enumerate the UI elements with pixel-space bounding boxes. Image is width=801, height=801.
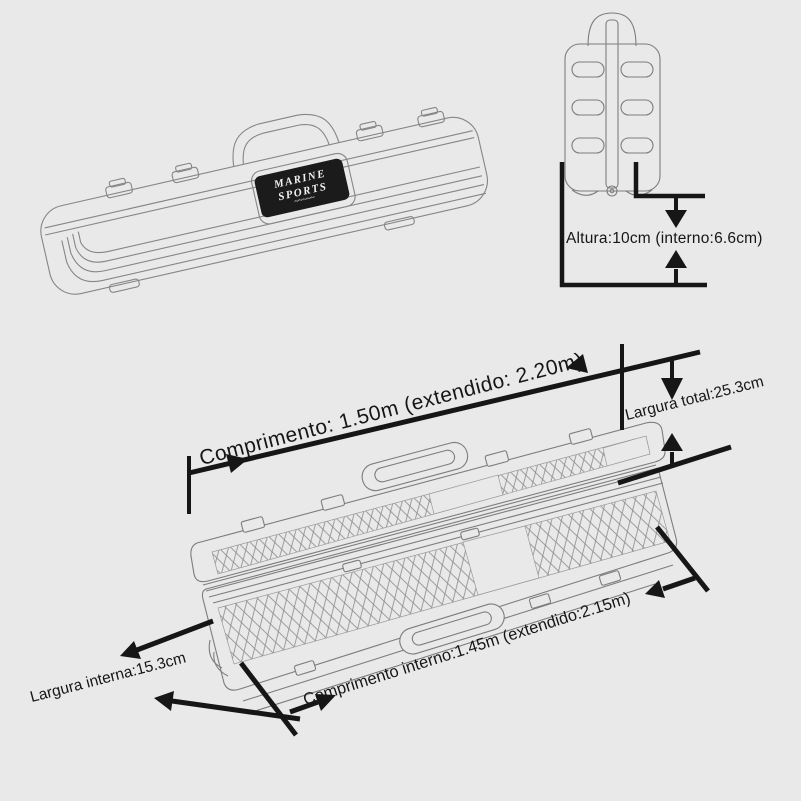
closed-case-drawing xyxy=(40,106,488,295)
dimension-lines xyxy=(120,162,732,737)
comprimento-dimension xyxy=(187,344,701,514)
comprimento-interno-dimension xyxy=(239,525,710,737)
open-case-latches xyxy=(240,428,622,676)
logo-plate xyxy=(250,152,356,225)
end-view-drawing xyxy=(564,12,661,197)
end-view-handle xyxy=(587,12,637,47)
open-case-drawing xyxy=(190,421,678,713)
largura-total-dimension xyxy=(617,360,732,486)
altura-label: Altura:10cm (interno:6.6cm) xyxy=(566,230,763,247)
altura-dimension xyxy=(559,162,707,288)
closed-case-latches xyxy=(105,106,445,199)
open-case-lid xyxy=(190,421,666,583)
base-handle xyxy=(399,603,505,655)
closed-case-body xyxy=(40,116,488,295)
open-case-base xyxy=(201,467,678,691)
lid-handle xyxy=(361,441,469,492)
end-view-body xyxy=(564,43,661,192)
closed-case-handle xyxy=(232,113,340,167)
